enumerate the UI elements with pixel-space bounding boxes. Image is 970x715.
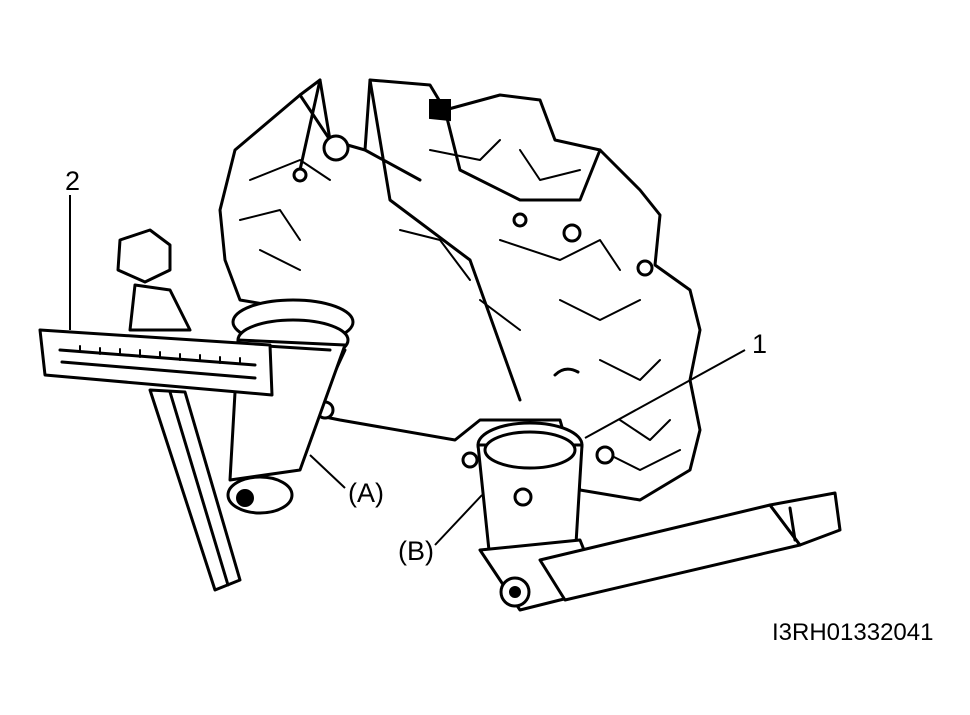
leader-line-1 — [584, 349, 746, 439]
leader-line-a — [309, 454, 346, 489]
callout-b: (B) — [398, 536, 434, 566]
figure-code: I3RH01332041 — [772, 619, 933, 646]
callout-2: 2 — [65, 166, 80, 196]
leader-line-b — [434, 494, 483, 546]
torque-wrench — [38, 228, 274, 592]
callout-a: (A) — [348, 478, 384, 508]
breaker-bar — [538, 491, 842, 602]
callout-1: 1 — [752, 329, 767, 359]
